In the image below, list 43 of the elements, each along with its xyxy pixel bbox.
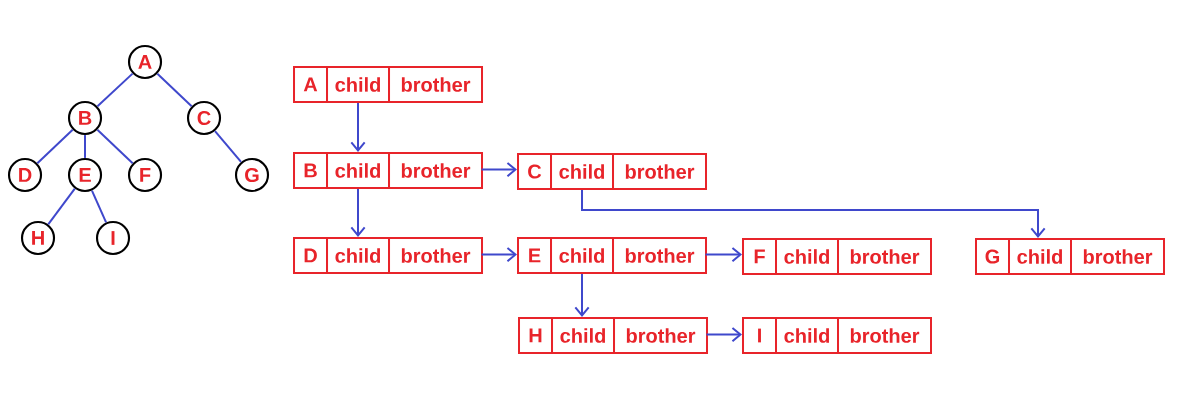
letter-cell: D	[293, 237, 328, 274]
field-cell: brother	[388, 152, 483, 189]
field-cell: brother	[837, 317, 932, 354]
letter-cell: C	[517, 153, 552, 190]
tree-edge	[214, 130, 242, 163]
field-cell: child	[326, 66, 390, 103]
letter-cell: B	[293, 152, 328, 189]
letter-cell: E	[517, 237, 552, 274]
pointer-arrow	[350, 102, 366, 152]
letter-cell: G	[975, 238, 1010, 275]
field-cell: brother	[612, 237, 707, 274]
field-cell: child	[1008, 238, 1072, 275]
field-cell: brother	[388, 66, 483, 103]
field-cell: child	[550, 237, 614, 274]
pointer-arrow	[704, 246, 742, 263]
tree-edge	[36, 128, 74, 165]
field-cell: brother	[613, 317, 708, 354]
pointer-arrow	[350, 188, 366, 237]
field-cell: child	[326, 237, 390, 274]
tree-edge	[47, 187, 76, 226]
letter-cell: H	[518, 317, 553, 354]
pointer-arrow	[574, 273, 590, 317]
letter-cell: F	[742, 238, 777, 275]
field-cell: child	[551, 317, 615, 354]
pointer-arrow	[480, 161, 517, 178]
tree-edge	[96, 72, 134, 108]
tree-edge	[84, 134, 86, 159]
field-cell: child	[550, 153, 614, 190]
letter-cell: I	[742, 317, 777, 354]
tree-edge	[90, 189, 108, 224]
field-cell: brother	[388, 237, 483, 274]
field-cell: child	[775, 317, 839, 354]
tree-edge	[96, 128, 134, 165]
letter-cell: A	[293, 66, 328, 103]
field-cell: child	[326, 152, 390, 189]
field-cell: brother	[1070, 238, 1165, 275]
pointer-arrow	[480, 246, 517, 263]
field-cell: brother	[837, 238, 932, 275]
tree-edge	[156, 72, 193, 108]
field-cell: brother	[612, 153, 707, 190]
field-cell: child	[775, 238, 839, 275]
pointer-arrow	[581, 189, 1046, 238]
pointer-arrow	[705, 326, 742, 343]
